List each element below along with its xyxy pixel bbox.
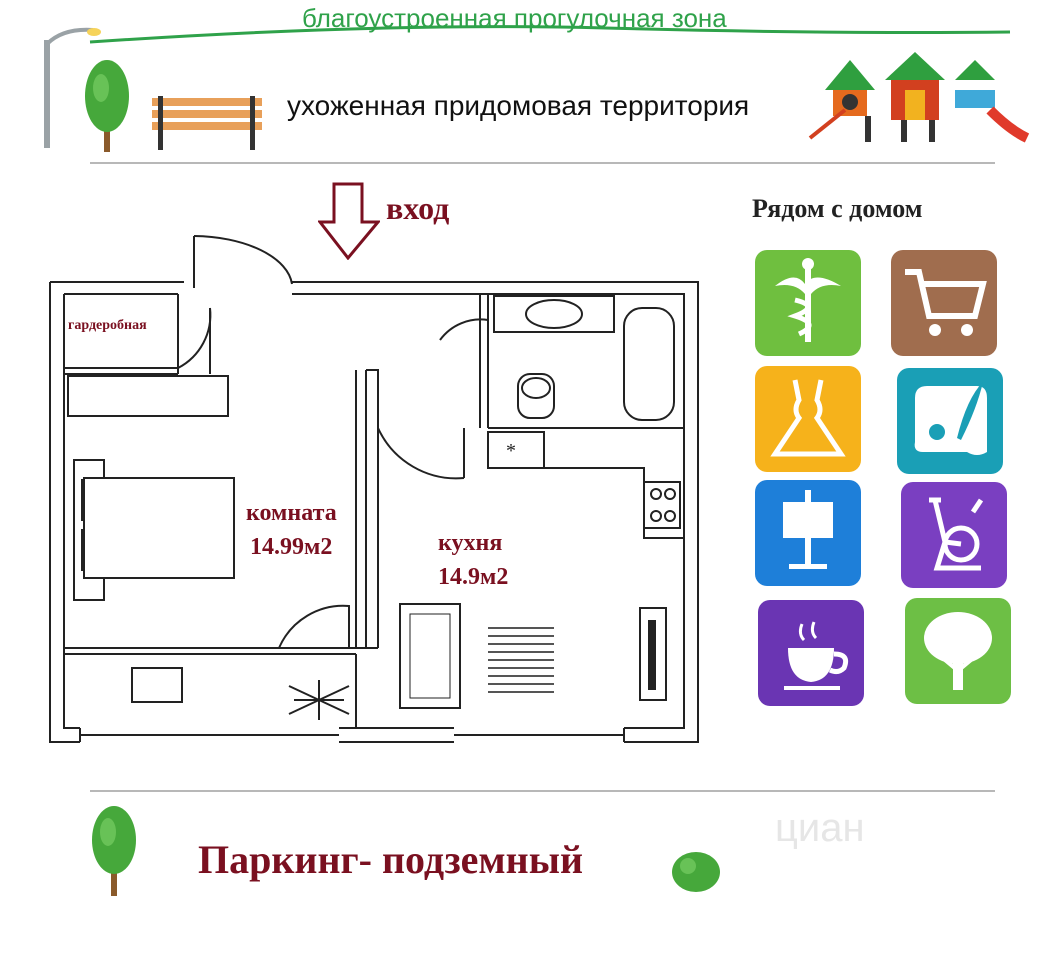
room-area: 14.99м2 <box>250 534 333 560</box>
yard-label: ухоженная придомовая территория <box>287 90 750 121</box>
kitchen-area: 14.9м2 <box>438 564 509 590</box>
bench-icon <box>152 96 262 150</box>
walk-zone-curve <box>89 25 1011 44</box>
bottom-divider <box>90 790 995 792</box>
coffee-cup-icon <box>758 600 864 706</box>
wardrobe-label: гардеробная <box>68 318 147 333</box>
easel-icon <box>755 480 861 586</box>
street-lamp-icon <box>44 27 101 148</box>
kitchen-label: кухня <box>438 530 503 556</box>
scroll-quill-icon <box>897 368 1003 474</box>
watermark: циан <box>775 806 865 850</box>
bush-icon <box>672 852 720 892</box>
entrance-label: вход <box>386 190 450 226</box>
playground-icon <box>808 52 1030 143</box>
parking-label: Паркинг- подземный <box>198 837 583 882</box>
tree-icon <box>92 806 136 896</box>
walk-zone-label: благоустроенная прогулочная зона <box>302 3 727 33</box>
shopping-cart-icon <box>891 250 997 356</box>
floor-plan <box>49 235 699 743</box>
entrance-arrow-icon <box>318 182 380 260</box>
tree-icon <box>85 60 129 152</box>
exercise-bike-icon <box>901 482 1007 588</box>
medical-icon <box>755 250 861 356</box>
dress-icon <box>755 366 861 472</box>
stove-mark: * <box>506 440 516 462</box>
nearby-title: Рядом с домом <box>752 194 923 223</box>
room-label: комната <box>246 500 337 526</box>
top-divider <box>90 162 995 164</box>
tree-icon <box>905 598 1011 704</box>
